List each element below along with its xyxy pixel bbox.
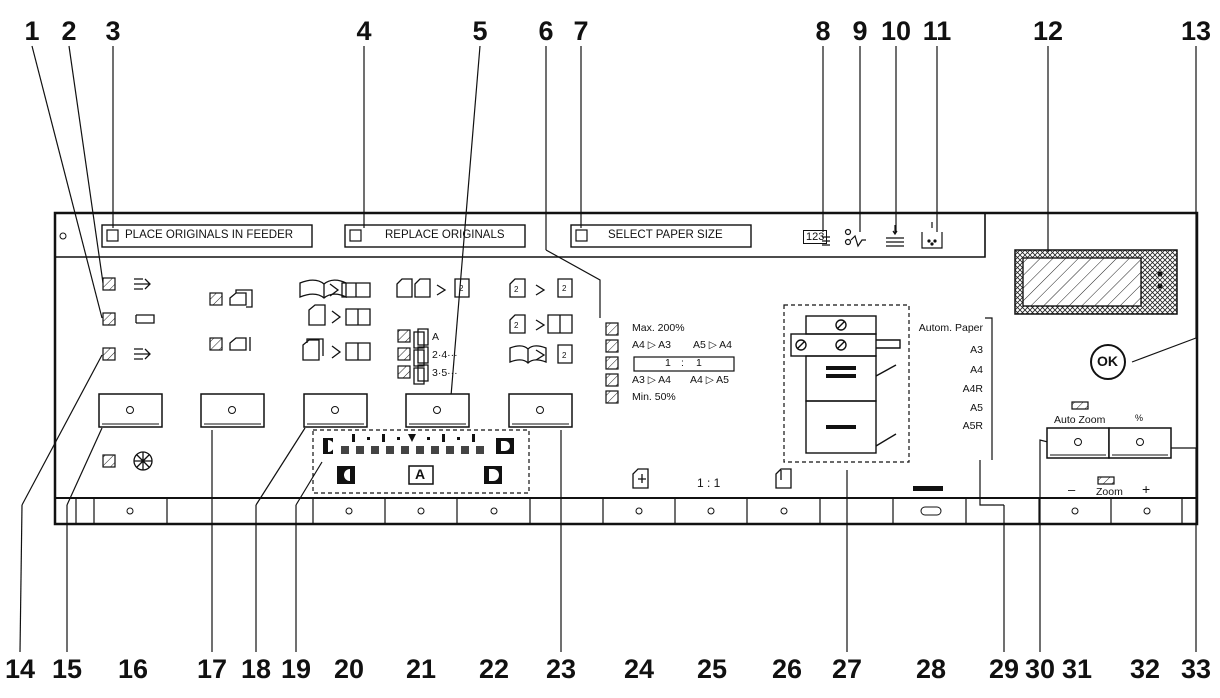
sort-label-odd: 3·5··· (432, 367, 458, 379)
sort-button[interactable] (406, 394, 469, 427)
sort-label-even: 2·4··· (432, 349, 458, 361)
message-replace-originals: REPLACE ORIGINALS (385, 229, 505, 241)
zoom-colon: : (681, 357, 684, 369)
paper-size-a3: A3 (970, 344, 983, 356)
callout-15: 15 (51, 654, 83, 684)
zoom-a4-a5: A4 ▷ A5 (690, 374, 730, 386)
svg-text:2: 2 (514, 321, 519, 330)
callout-10: 10 (880, 16, 912, 46)
zoom-a4-a3: A4 ▷ A3 (632, 339, 672, 351)
callout-11: 11 (922, 16, 952, 46)
callout-16: 16 (117, 654, 149, 684)
svg-text:2: 2 (514, 285, 519, 294)
callout-6: 6 (538, 16, 554, 46)
callout-31: 31 (1061, 654, 1093, 684)
callout-17: 17 (196, 654, 228, 684)
callout-28: 28 (915, 654, 947, 684)
message-place-originals: PLACE ORIGINALS IN FEEDER (125, 229, 294, 241)
callout-1: 1 (24, 16, 40, 46)
callout-33: 33 (1180, 654, 1212, 684)
callout-18: 18 (240, 654, 272, 684)
callout-21: 21 (405, 654, 437, 684)
callout-7: 7 (573, 16, 589, 46)
ratio-label: 1 : 1 (697, 476, 721, 490)
paper-size-a4: A4 (970, 364, 983, 376)
paper-size-a5r: A5R (962, 420, 983, 432)
callout-9: 9 (852, 16, 868, 46)
callout-26: 26 (771, 654, 803, 684)
zoom-one-right: 1 (696, 357, 702, 369)
callout-29: 29 (988, 654, 1020, 684)
paper-size-a5: A5 (970, 402, 983, 414)
zoom-a3-a4: A3 ▷ A4 (632, 374, 672, 386)
callout-5: 5 (472, 16, 488, 46)
callout-13: 13 (1180, 16, 1212, 46)
zoom-max: Max. 200% (632, 322, 685, 334)
callout-3: 3 (105, 16, 121, 46)
copy-counter-icon: 123 (803, 230, 828, 244)
callout-22: 22 (478, 654, 510, 684)
paper-size-a4r: A4R (962, 383, 983, 395)
callout-14: 14 (4, 654, 36, 684)
svg-text:2: 2 (459, 284, 464, 293)
svg-text:2: 2 (562, 351, 567, 360)
finishing-button[interactable] (99, 394, 162, 427)
paper-size-auto: Autom. Paper (918, 322, 983, 334)
percent-button[interactable] (1109, 428, 1171, 458)
sort-label-a: A (432, 331, 440, 343)
callout-8: 8 (815, 16, 831, 46)
callout-24: 24 (623, 654, 655, 684)
callout-25: 25 (696, 654, 728, 684)
ok-button[interactable] (1091, 345, 1125, 379)
combine-button[interactable] (509, 394, 572, 427)
message-select-paper: SELECT PAPER SIZE (608, 229, 723, 241)
callout-30: 30 (1024, 654, 1056, 684)
auto-zoom-label: Auto Zoom (1054, 414, 1106, 426)
zoom-minus-label: – (1068, 482, 1076, 497)
copy-mode-button[interactable] (304, 394, 367, 427)
callout-2: 2 (61, 16, 77, 46)
callout-23: 23 (545, 654, 577, 684)
density-auto-label: A (415, 466, 426, 482)
auto-zoom-button[interactable] (1047, 428, 1109, 458)
callout-19: 19 (280, 654, 312, 684)
svg-text:2: 2 (562, 284, 567, 293)
percent-label: % (1135, 413, 1144, 423)
callout-27: 27 (831, 654, 863, 684)
duplex-button[interactable] (201, 394, 264, 427)
ok-button-label: OK (1097, 353, 1118, 369)
callout-4: 4 (356, 16, 372, 46)
zoom-a5-a4: A5 ▷ A4 (693, 339, 733, 351)
zoom-label: Zoom (1096, 486, 1123, 498)
callout-20: 20 (333, 654, 365, 684)
zoom-min: Min. 50% (632, 391, 676, 403)
zoom-plus-label: + (1142, 481, 1151, 497)
callout-32: 32 (1129, 654, 1161, 684)
callout-12: 12 (1032, 16, 1064, 46)
zoom-one-left: 1 (665, 357, 671, 369)
